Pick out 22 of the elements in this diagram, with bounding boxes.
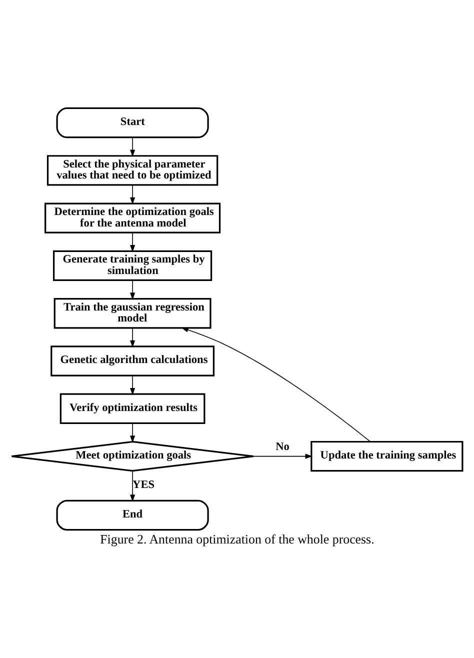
node-box: Select the physical parameter values that need to be optimized [46,154,218,186]
node-diamond: Meet optimization goals [10,440,254,472]
arrow [253,453,313,458]
node-box: Genetic algorithm calculations [50,345,215,376]
node-box: End [56,499,209,530]
node-box: Train the gaussian regression model [54,298,212,328]
arrow [130,279,136,300]
node-box: Determine the optimization goals for the antenna model [44,202,221,233]
arrow [130,374,136,395]
arrow [130,422,136,442]
node-box: Start [56,106,209,138]
arrow [130,470,136,502]
node-box: Update the training samples [310,440,464,472]
arrow [130,136,136,157]
node-box: Verify optimization results [60,392,206,424]
arrow [181,326,371,442]
arrow [130,184,136,204]
edge-label: No [276,440,290,452]
arrow [130,327,136,348]
node-box: Generate training samples by simulation [53,250,212,281]
caption: Figure 2. Antenna optimization of the whole process. [100,530,374,546]
arrow [130,232,136,252]
